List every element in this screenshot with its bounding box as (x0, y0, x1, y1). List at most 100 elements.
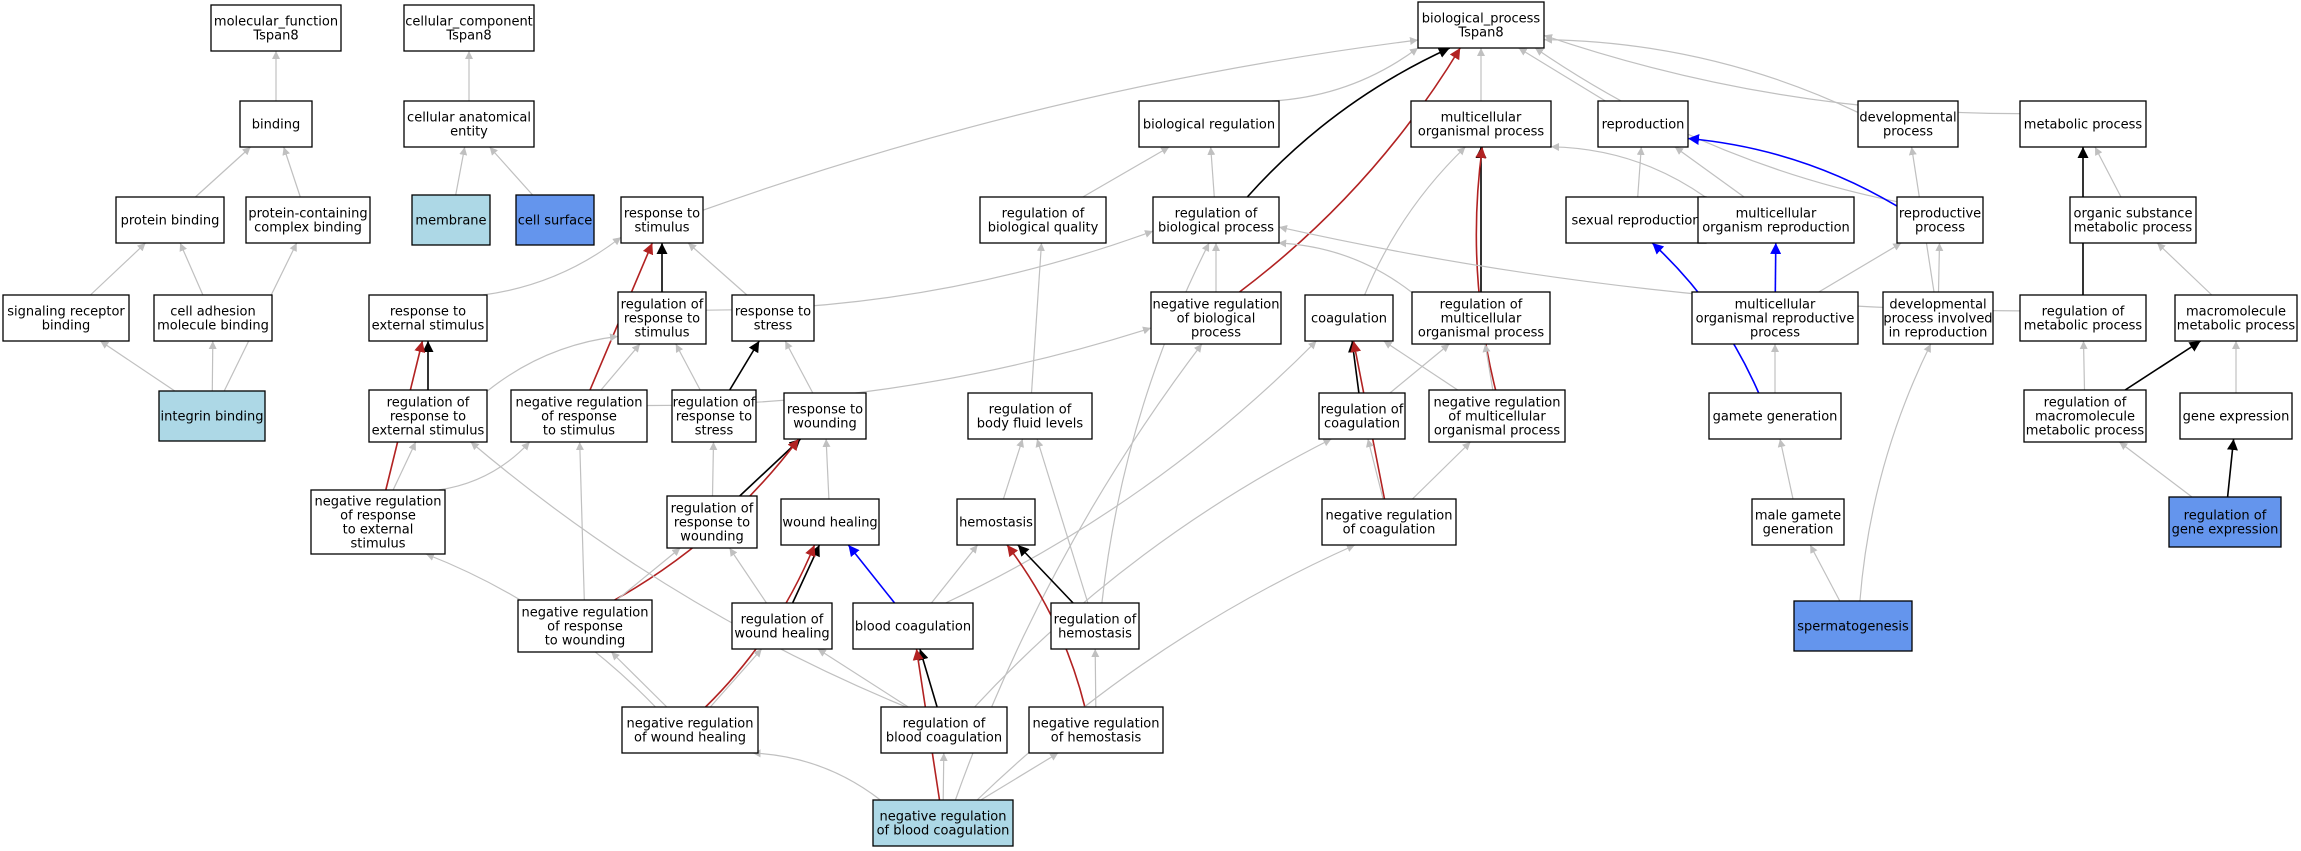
edge-nrmop-to-rmop (1482, 343, 1494, 391)
node-box (1597, 100, 1689, 148)
edge-rge-to-geneexp (2226, 438, 2238, 498)
node-binding[interactable]: binding (239, 100, 313, 148)
node-label-line: negative regulation (626, 717, 753, 732)
node-label-line: process (1750, 326, 1800, 341)
node-bc[interactable]: blood coagulation (852, 602, 974, 650)
node-label-line: response to (735, 305, 811, 320)
edge-nrbc-to-rbc (939, 752, 948, 801)
node-box (1410, 100, 1552, 148)
node-hemo[interactable]: hemostasis (956, 498, 1036, 546)
edge-rbc-to-rrtes (470, 441, 907, 708)
node-label-line: of blood coagulation (877, 824, 1010, 839)
node-geneexp[interactable]: gene expression (2179, 392, 2293, 440)
node-label-line: negative regulation (1325, 509, 1452, 524)
edge-mgg-to-gamgen (1777, 438, 1794, 500)
edge-nrrtw-to-rrtw (616, 547, 681, 601)
node-label-line: response to (624, 207, 700, 222)
node-label-line: coagulation (1311, 312, 1387, 327)
node-label-line: cellular_component (405, 15, 533, 30)
edge-pccb-to-binding (282, 146, 301, 198)
node-label-line: process (1191, 326, 1241, 341)
node-cellsurf[interactable]: cell surface (515, 194, 595, 246)
node-spermato[interactable]: spermatogenesis (1793, 600, 1913, 652)
node-repro[interactable]: reproduction (1597, 100, 1689, 148)
node-box (368, 294, 488, 342)
edge-rrtstress-to-rorts (675, 343, 701, 391)
node-label-line: of response (541, 410, 617, 425)
edge-rtw-to-rtstress (784, 340, 814, 394)
node-box (1138, 100, 1280, 148)
node-metp[interactable]: metabolic process (2019, 100, 2147, 148)
node-protbind[interactable]: protein binding (115, 196, 225, 244)
edge-rtstress-to-rts (687, 242, 748, 296)
node-label-line: blood coagulation (886, 731, 1002, 746)
edge-morp-to-mor (1770, 242, 1782, 293)
node-label-line: molecular_function (214, 15, 338, 30)
node-coag[interactable]: coagulation (1304, 294, 1394, 342)
node-label-line: developmental (1889, 298, 1986, 313)
node-box (666, 495, 758, 549)
node-box (1751, 498, 1845, 546)
node-box (1857, 100, 1959, 148)
node-label-line: coagulation (1324, 417, 1400, 432)
node-membrane[interactable]: membrane (411, 194, 491, 246)
node-gamgen[interactable]: gamete generation (1708, 392, 1842, 440)
node-sexrep[interactable]: sexual reproduction (1565, 196, 1707, 244)
edge-nrhemo-to-rhemo (1091, 648, 1100, 708)
edge-rrtstress-to-rtstress (729, 340, 760, 391)
node-label-line: negative regulation (1032, 717, 1159, 732)
node-bioreg[interactable]: biological regulation (1138, 100, 1280, 148)
node-box (158, 390, 266, 442)
edge-rts-to-bp (702, 37, 1419, 211)
node-wh[interactable]: wound healing (780, 498, 880, 546)
edge-coag-to-mop (1364, 146, 1466, 296)
node-label-line: of hemostasis (1051, 731, 1142, 746)
node-intbind[interactable]: integrin binding (158, 390, 266, 442)
node-label-line: binding (42, 319, 90, 334)
